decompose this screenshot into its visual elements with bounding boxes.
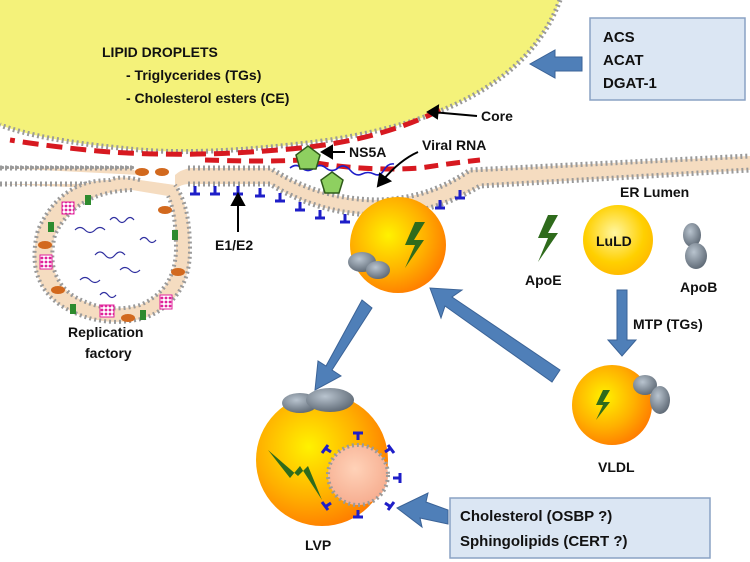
ns5a-protein-2 [320, 171, 344, 194]
replication-pink-complexes [39, 201, 173, 318]
apoe-label: ApoE [525, 272, 562, 288]
apob-label: ApoB [680, 279, 717, 295]
enzyme-acat: ACAT [603, 52, 644, 69]
budding-particle [348, 197, 446, 293]
e1e2-label: E1/E2 [215, 237, 253, 253]
core-protein-dashes [9, 107, 481, 172]
lipid-droplets-item-tgs: - Triglycerides (TGs) [126, 67, 261, 83]
enzymes-box: ACS ACAT DGAT-1 [589, 17, 746, 101]
sphingolipids-cert-label: Sphingolipids (CERT ?) [460, 533, 627, 550]
core-label: Core [481, 108, 513, 124]
mtp-label: MTP (TGs) [633, 316, 703, 332]
lipid-droplets-item-ce: - Cholesterol esters (CE) [126, 90, 289, 106]
enzyme-acs: ACS [603, 29, 635, 46]
apob-icon [683, 223, 707, 269]
lvp-particle [256, 388, 402, 526]
lipid-droplets-title: LIPID DROPLETS [102, 44, 218, 60]
replication-label-line1: Replication [68, 324, 143, 340]
lipids-box: Cholesterol (OSBP ?) Sphingolipids (CERT… [449, 497, 711, 559]
pointer-arrows [230, 104, 478, 232]
replication-factory [32, 168, 193, 324]
ns5a-protein-1 [295, 145, 321, 170]
er-lumen-label: ER Lumen [620, 184, 689, 200]
luld-particle [583, 205, 653, 275]
block-arrows [314, 49, 638, 529]
vldl-label: VLDL [598, 459, 635, 475]
viral-rna-label: Viral RNA [422, 137, 486, 153]
luld-label: LuLD [596, 233, 632, 249]
lipid-droplet [0, 0, 563, 155]
replication-rna-squiggles [74, 216, 157, 299]
vldl-particle [572, 365, 670, 445]
cholesterol-osbp-label: Cholesterol (OSBP ?) [460, 508, 612, 525]
enzyme-dgat1: DGAT-1 [603, 75, 657, 92]
apoe-icon [538, 215, 558, 262]
replication-label-line2: factory [85, 345, 132, 361]
replication-ns-proteins [38, 168, 185, 322]
ns5a-label: NS5A [349, 144, 386, 160]
lvp-label: LVP [305, 537, 331, 553]
